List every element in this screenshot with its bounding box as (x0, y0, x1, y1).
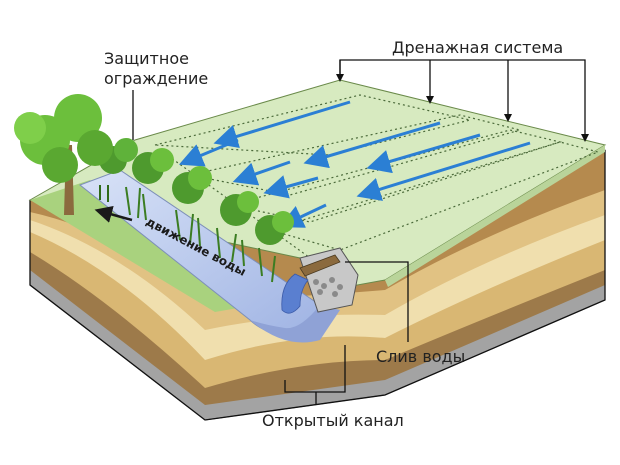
drain-line-1 (154, 94, 471, 156)
shrub (220, 191, 259, 226)
drainage-system-label: Дренажная система (392, 38, 563, 57)
water-outlet-callout: Слив воды (345, 261, 465, 366)
drain-flow-arrows (178, 100, 531, 228)
tree (14, 94, 113, 215)
outlet-gravel (313, 277, 343, 297)
flow-arrow-2 (178, 138, 239, 167)
open-channel-callout: Открытый канал (262, 345, 404, 430)
shrub (255, 211, 294, 245)
flow-arrow-7 (356, 141, 531, 201)
flow-arrow-3 (303, 121, 441, 169)
protective-barrier-label-line2: ограждение (104, 69, 208, 88)
channel-flow-arrow (94, 205, 133, 223)
drainage-system-callout: Дренажная система (336, 38, 589, 142)
drain-line-2 (189, 114, 523, 196)
shrub (132, 148, 174, 184)
open-channel-label: Открытый канал (262, 411, 404, 430)
channel-trench (250, 305, 340, 343)
flow-arrow-8 (279, 203, 327, 228)
reeds (125, 186, 276, 283)
protective-barrier-shrubs (99, 138, 294, 283)
outlet-pipe (299, 254, 341, 277)
water-outlet-label: Слив воды (376, 347, 465, 366)
water-outlet-leader (345, 261, 409, 342)
open-channel (78, 169, 340, 343)
flow-arrow-4 (232, 160, 291, 186)
flow-arrow-1 (213, 100, 351, 148)
protective-barrier-callout: Защитное ограждение (104, 49, 208, 140)
protective-barrier-label-line1: Защитное (104, 49, 189, 68)
outlet-stream (281, 273, 309, 314)
flow-arrow-5 (366, 133, 481, 174)
shrub (172, 166, 212, 204)
flow-arrow-6 (263, 175, 319, 199)
open-channel-bracket (284, 345, 346, 393)
field-edge (385, 145, 605, 287)
water-outlet (281, 247, 359, 314)
